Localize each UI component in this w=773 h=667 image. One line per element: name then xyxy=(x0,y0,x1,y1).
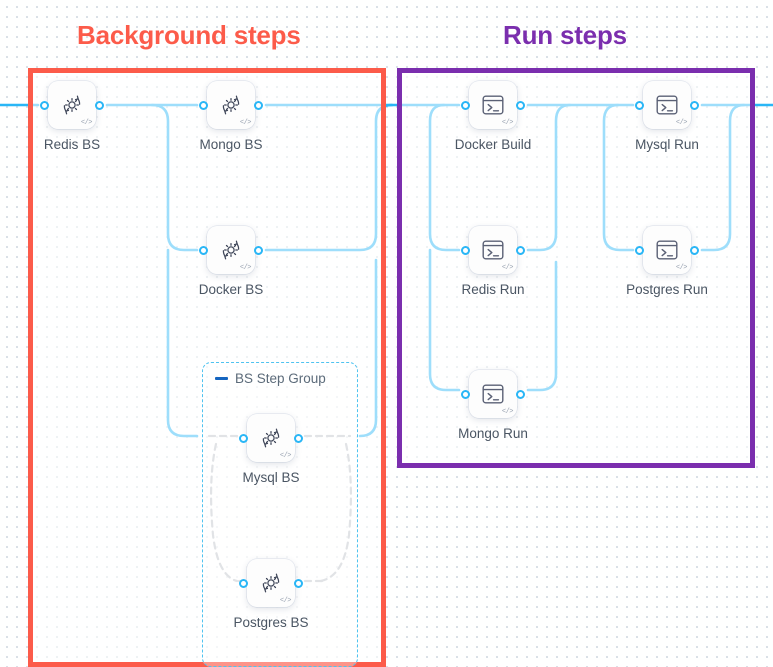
node-docker-bs[interactable]: </> Docker BS xyxy=(199,226,263,297)
node-card[interactable]: </> xyxy=(207,81,255,129)
port-out[interactable] xyxy=(294,433,303,443)
port-out[interactable] xyxy=(690,100,699,110)
terminal-icon xyxy=(656,95,678,115)
node-redis-run[interactable]: </> Redis Run xyxy=(461,226,525,297)
node-label: Docker BS xyxy=(198,282,264,297)
code-badge: </> xyxy=(675,264,688,272)
node-label: Mongo Run xyxy=(458,426,528,441)
run-steps-title: Run steps xyxy=(503,20,627,50)
node-mongo-run[interactable]: </> Mongo Run xyxy=(458,370,528,441)
code-badge: </> xyxy=(239,119,252,127)
bs-step-group[interactable]: BS Step Group xyxy=(202,362,358,667)
port-in[interactable] xyxy=(461,100,470,110)
node-postgres-run[interactable]: </> Postgres Run xyxy=(626,226,708,297)
port-out[interactable] xyxy=(254,245,263,255)
bs-step-group-header[interactable]: BS Step Group xyxy=(215,371,326,386)
port-in[interactable] xyxy=(199,245,208,255)
background-steps-title: Background steps xyxy=(77,20,301,50)
node-card[interactable]: </> xyxy=(48,81,96,129)
gear-sync-icon xyxy=(262,573,280,593)
node-label: Redis Run xyxy=(461,282,525,297)
node-card[interactable]: </> xyxy=(469,81,517,129)
node-card[interactable]: </> xyxy=(643,226,691,274)
port-in[interactable] xyxy=(239,433,248,443)
node-card[interactable]: </> xyxy=(469,226,517,274)
terminal-icon xyxy=(482,95,504,115)
run-steps-frame xyxy=(397,68,755,468)
node-label: Docker Build xyxy=(454,137,532,152)
code-badge: </> xyxy=(80,119,93,127)
node-docker-build[interactable]: </> Docker Build xyxy=(455,81,531,152)
port-in[interactable] xyxy=(635,245,644,255)
node-card[interactable]: </> xyxy=(207,226,255,274)
node-label: Postgres Run xyxy=(626,282,708,297)
port-in[interactable] xyxy=(40,100,49,110)
port-out[interactable] xyxy=(95,100,104,110)
node-label: Postgres BS xyxy=(233,615,309,630)
port-out[interactable] xyxy=(294,578,303,588)
gear-sync-icon xyxy=(63,95,81,115)
port-out[interactable] xyxy=(516,100,525,110)
node-postgres-bs[interactable]: </> Postgres BS xyxy=(233,559,309,630)
node-label: Mysql Run xyxy=(635,137,699,152)
node-card[interactable]: </> xyxy=(469,370,517,418)
code-badge: </> xyxy=(239,264,252,272)
node-mongo-bs[interactable]: </> Mongo BS xyxy=(199,81,263,152)
port-out[interactable] xyxy=(254,100,263,110)
bs-step-group-label: BS Step Group xyxy=(235,371,326,386)
code-badge: </> xyxy=(501,264,514,272)
gear-sync-icon xyxy=(222,240,240,260)
node-mysql-run[interactable]: </> Mysql Run xyxy=(635,81,699,152)
port-out[interactable] xyxy=(690,245,699,255)
port-in[interactable] xyxy=(239,578,248,588)
gear-sync-icon xyxy=(262,428,280,448)
node-redis-bs[interactable]: </> Redis BS xyxy=(40,81,104,152)
code-badge: </> xyxy=(279,597,292,605)
port-in[interactable] xyxy=(199,100,208,110)
terminal-icon xyxy=(482,240,504,260)
code-badge: </> xyxy=(675,119,688,127)
port-out[interactable] xyxy=(516,245,525,255)
code-badge: </> xyxy=(279,452,292,460)
node-mysql-bs[interactable]: </> Mysql BS xyxy=(239,414,303,485)
node-card[interactable]: </> xyxy=(247,414,295,462)
code-badge: </> xyxy=(501,119,514,127)
node-label: Mysql BS xyxy=(242,470,300,485)
node-card[interactable]: </> xyxy=(247,559,295,607)
gear-sync-icon xyxy=(222,95,240,115)
port-in[interactable] xyxy=(461,389,470,399)
terminal-icon xyxy=(656,240,678,260)
port-in[interactable] xyxy=(635,100,644,110)
code-badge: </> xyxy=(501,408,514,416)
minus-dash-icon[interactable] xyxy=(215,377,228,380)
port-out[interactable] xyxy=(516,389,525,399)
terminal-icon xyxy=(482,384,504,404)
node-card[interactable]: </> xyxy=(643,81,691,129)
port-in[interactable] xyxy=(461,245,470,255)
node-label: Mongo BS xyxy=(199,137,263,152)
node-label: Redis BS xyxy=(43,137,101,152)
